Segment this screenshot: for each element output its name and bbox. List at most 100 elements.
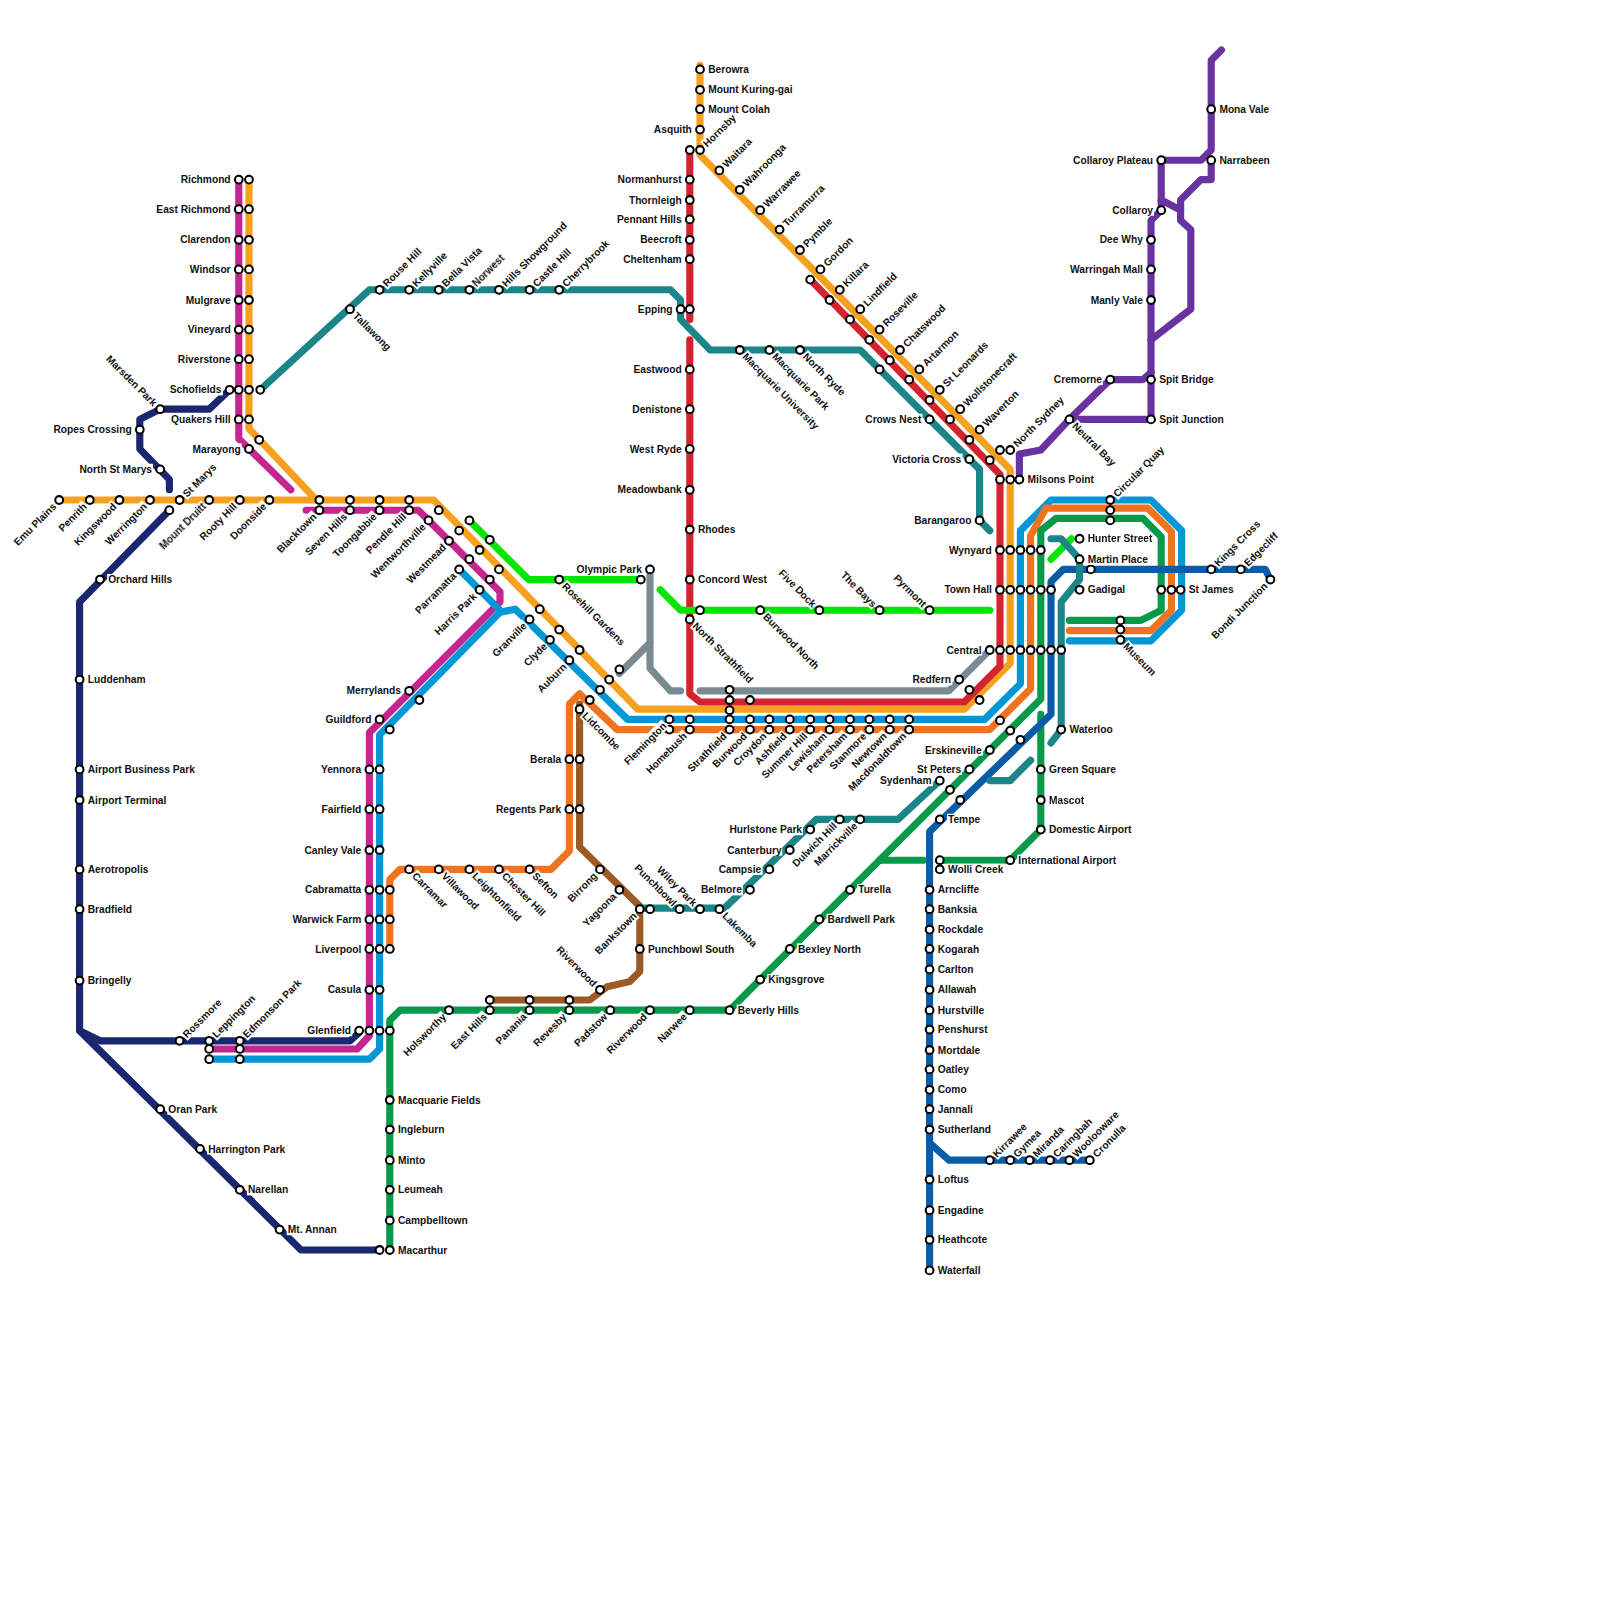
station-label: Eastwood — [632, 364, 682, 375]
station-dot — [866, 726, 874, 734]
station-label: Wynyard — [948, 544, 993, 555]
station-dot — [236, 1045, 244, 1053]
station-dot — [245, 236, 253, 244]
station-dot — [205, 1045, 213, 1053]
station-dot — [926, 926, 934, 934]
station-label: Roseville — [880, 288, 921, 329]
station-dot — [405, 687, 413, 695]
station-dot — [696, 105, 704, 113]
station-dot — [896, 346, 904, 354]
station-dot — [686, 726, 694, 734]
station-label: Waitara — [719, 135, 754, 170]
station-dot — [846, 316, 854, 324]
station-dot — [236, 1186, 244, 1194]
station-dot — [636, 945, 644, 953]
station-dot — [256, 386, 264, 394]
station-label: North Strathfield — [690, 619, 756, 685]
station-label: Canley Vale — [303, 844, 362, 855]
station-dot — [786, 716, 794, 724]
station-label: Macarthur — [397, 1244, 448, 1255]
station-label: Cherrybrook — [559, 237, 612, 290]
station-label: Liverpool — [314, 943, 362, 954]
station-dot — [766, 716, 774, 724]
station-label: Artarmon — [919, 327, 961, 369]
station-label: Bardwell Park — [827, 914, 897, 925]
station-dot — [176, 496, 184, 504]
station-label: Aerotropolis — [87, 864, 150, 875]
station-dot — [1117, 626, 1125, 634]
station-label: Pyrmont — [891, 571, 930, 610]
station-label: Fairfield — [321, 804, 363, 815]
station-dot — [926, 986, 934, 994]
station-label: Yagoona — [580, 890, 619, 929]
rail-line — [686, 150, 693, 319]
station-dot — [926, 1267, 934, 1275]
station-dot — [1037, 766, 1045, 774]
station-label: Denistone — [631, 404, 682, 415]
station-label: Rockdale — [937, 924, 984, 935]
station-label: Vineyard — [187, 324, 232, 335]
station-dot — [235, 176, 243, 184]
station-dot — [576, 646, 584, 654]
station-dot — [76, 905, 84, 913]
station-dot — [1047, 646, 1055, 654]
station-label: East Hills — [448, 1010, 490, 1052]
station-dot — [76, 766, 84, 774]
station-dot — [355, 1027, 363, 1035]
station-dot — [976, 517, 984, 525]
station-dot — [346, 305, 354, 313]
station-dot — [376, 496, 384, 504]
station-dot — [686, 305, 694, 313]
station-label: Beecroft — [639, 234, 682, 245]
station-dot — [1017, 546, 1025, 554]
station-dot — [76, 796, 84, 804]
station-label: Central — [945, 644, 982, 655]
station-label: Punchbowl South — [647, 943, 735, 954]
rail-line — [640, 781, 940, 909]
station-label: Mona Vale — [1218, 104, 1270, 115]
station-dot — [156, 1105, 164, 1113]
station-dot — [936, 386, 944, 394]
station-label: Milsons Point — [1027, 474, 1095, 485]
station-dot — [677, 305, 685, 313]
station-dot — [566, 996, 574, 1004]
station-label: Panania — [492, 1010, 529, 1047]
station-dot — [817, 266, 825, 274]
station-label: Tempe — [947, 814, 981, 825]
station-dot — [1106, 496, 1114, 504]
station-dot — [926, 1026, 934, 1034]
station-label: Green Square — [1048, 764, 1117, 775]
station-dot — [235, 236, 243, 244]
station-dot — [455, 527, 463, 535]
station-label: The Bays — [838, 569, 879, 610]
station-dot — [566, 755, 574, 763]
station-dot — [1017, 586, 1025, 594]
station-label: Ingleburn — [397, 1124, 446, 1135]
station-dot — [926, 396, 934, 404]
station-label: Hunter Street — [1087, 533, 1154, 544]
station-dot — [236, 496, 244, 504]
station-dot — [686, 216, 694, 224]
station-dot — [566, 1006, 574, 1014]
station-dot — [405, 286, 413, 294]
station-dot — [486, 1006, 494, 1014]
station-label: Bringelly — [87, 975, 133, 986]
rail-line — [490, 704, 640, 1000]
station-dot — [346, 496, 354, 504]
station-label: Collaroy Plateau — [1072, 155, 1154, 166]
station-dot — [726, 1006, 734, 1014]
station-dot — [926, 1236, 934, 1244]
station-dot — [376, 945, 384, 953]
station-dot — [386, 1186, 394, 1194]
station-label: Hurstville — [937, 1005, 986, 1016]
station-dot — [386, 1126, 394, 1134]
station-dot — [786, 846, 794, 854]
station-label: Berowra — [707, 64, 750, 75]
station-dot — [425, 517, 433, 525]
station-dot — [766, 346, 774, 354]
station-label: Domestic Airport — [1048, 824, 1132, 835]
station-label: Allawah — [937, 984, 978, 995]
station-dot — [245, 176, 253, 184]
station-dot — [646, 1006, 654, 1014]
